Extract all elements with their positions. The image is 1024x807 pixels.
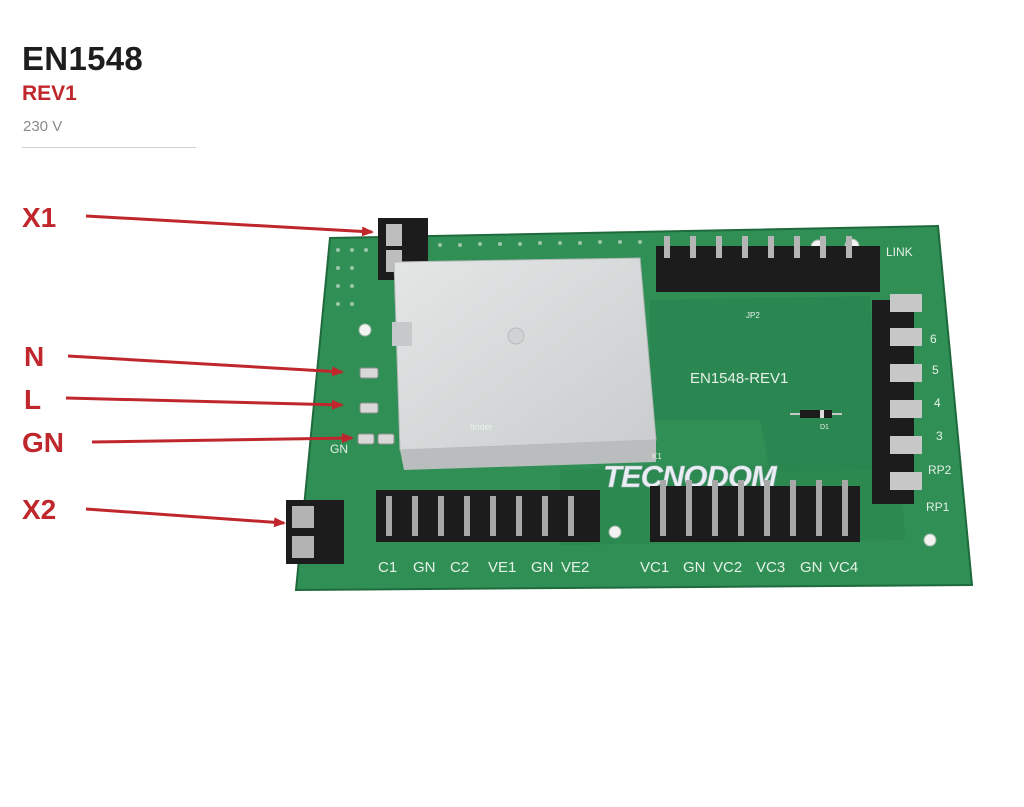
bottom-label: VC2 <box>713 559 742 576</box>
via-holes <box>336 240 642 306</box>
relay-k1: finder <box>392 257 657 470</box>
gn-silk-label: GN <box>330 442 348 456</box>
right-connector-bank <box>872 294 922 504</box>
bottom-label: VC1 <box>640 559 669 576</box>
callout-gn: GN <box>22 427 64 458</box>
bottom-label: VE2 <box>561 559 589 576</box>
right-label: 5 <box>932 363 939 377</box>
callout-x1: X1 <box>22 202 57 233</box>
revision-label: REV1 <box>22 82 77 105</box>
bottom-label: VC3 <box>756 559 785 576</box>
gn-arrow <box>91 433 354 444</box>
callout-arrows <box>65 214 374 528</box>
bottom-label: VC4 <box>829 559 858 576</box>
mains-terminals <box>357 367 395 445</box>
bottom-label: GN <box>531 559 554 576</box>
bottom-label: C1 <box>378 559 397 576</box>
n-arrow <box>67 354 344 377</box>
voltage-label: 230 V <box>23 118 63 135</box>
callout-x2: X2 <box>22 494 57 525</box>
bottom-right-labels: VC1 GN VC2 VC3 GN VC4 <box>640 559 858 576</box>
right-label: RP1 <box>926 500 950 514</box>
l-arrow <box>65 396 344 410</box>
callout-l: L <box>24 384 42 415</box>
bottom-left-labels: C1 GN C2 VE1 GN VE2 <box>378 559 589 576</box>
relay-brand-text: finder <box>470 422 493 432</box>
right-label: 4 <box>934 396 941 410</box>
jp2-label: JP2 <box>746 311 760 320</box>
bottom-label: GN <box>413 559 436 576</box>
right-connector-labels: 6 5 4 3 RP2 RP1 <box>926 332 952 514</box>
k1-label: K1 <box>652 452 662 461</box>
right-label: 6 <box>930 332 937 346</box>
jp2-header <box>656 236 880 292</box>
link-label: LINK <box>886 245 913 259</box>
x1-arrow <box>85 214 374 237</box>
bottom-label: GN <box>683 559 706 576</box>
bottom-right-connector-bank <box>650 480 860 542</box>
bottom-label: GN <box>800 559 823 576</box>
d1-label: D1 <box>820 424 829 431</box>
copper-pour <box>650 296 880 472</box>
x2-arrow <box>85 507 286 528</box>
x2-connector <box>286 500 344 564</box>
bottom-label: VE1 <box>488 559 516 576</box>
bottom-label: C2 <box>450 559 469 576</box>
bottom-left-connector-bank <box>376 490 600 542</box>
callout-n: N <box>24 341 45 372</box>
header-divider <box>22 147 196 148</box>
diode-d1 <box>790 410 842 418</box>
product-code: EN1548 <box>22 40 144 77</box>
right-label: RP2 <box>928 463 952 477</box>
pcb-revision-text: EN1548-REV1 <box>690 370 788 387</box>
right-label: 3 <box>936 429 943 443</box>
